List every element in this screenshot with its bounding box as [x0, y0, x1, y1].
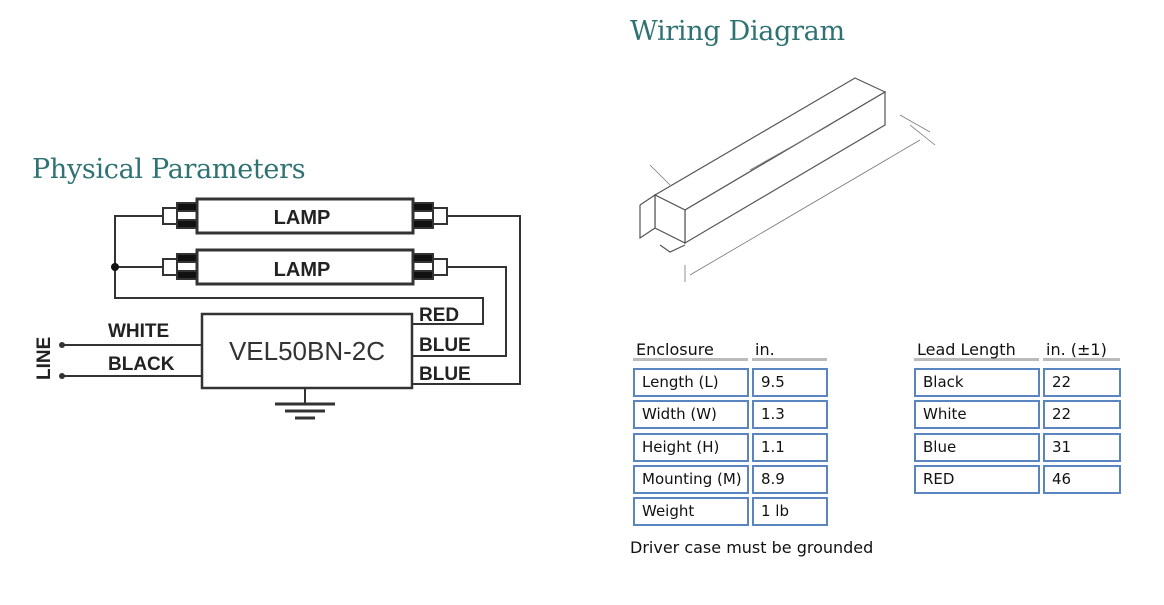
lead-label: Blue	[914, 433, 1040, 462]
wiring-diagram-heading: Wiring Diagram	[630, 16, 845, 47]
lamp-2-label: LAMP	[274, 259, 331, 281]
enclosure-unit-header: in.	[752, 342, 827, 361]
enclosure-value: 1.3	[752, 400, 828, 429]
lead-label: Black	[914, 368, 1040, 397]
lead-label: RED	[914, 465, 1040, 494]
line-label: LINE	[34, 337, 55, 380]
black-wire-label: BLACK	[108, 354, 175, 375]
red-wire-label: RED	[419, 305, 459, 326]
driver-box	[200, 312, 414, 390]
enclosure-drawing	[639, 77, 936, 282]
lamp-1-tube	[195, 197, 415, 235]
enclosure-value: 1 lb	[752, 497, 828, 526]
lead-value: 46	[1043, 465, 1121, 494]
driver-model-label: VEL50BN-2C	[229, 336, 385, 366]
enclosure-value: 1.1	[752, 433, 828, 462]
lead-value: 31	[1043, 433, 1121, 462]
lead-length-header: Lead Length	[914, 342, 1039, 361]
white-wire-label: WHITE	[108, 321, 169, 342]
enclosure-label: Height (H)	[633, 433, 749, 462]
lead-label: White	[914, 400, 1040, 429]
lead-unit-header: in. (±1)	[1043, 342, 1120, 361]
physical-parameters-heading: Physical Parameters	[32, 154, 306, 185]
enclosure-label: Weight	[633, 497, 749, 526]
enclosure-header: Enclosure	[633, 342, 748, 361]
enclosure-value: 8.9	[752, 465, 828, 494]
lamp-2-tube	[195, 248, 415, 286]
enclosure-label: Length (L)	[633, 368, 749, 397]
lead-value: 22	[1043, 400, 1121, 429]
enclosure-label: Width (W)	[633, 400, 749, 429]
lamp-1-label: LAMP	[274, 207, 331, 229]
wiring-schematic: LAMP LAMP VEL50BN-2C WHITE BLACK RED BLU…	[34, 197, 521, 420]
blue-wire-label-2: BLUE	[419, 364, 471, 385]
lead-value: 22	[1043, 368, 1121, 397]
enclosure-value: 9.5	[752, 368, 828, 397]
blue-wire-label-1: BLUE	[419, 335, 471, 356]
enclosure-label: Mounting (M)	[633, 465, 749, 494]
grounding-note: Driver case must be grounded	[630, 538, 874, 557]
